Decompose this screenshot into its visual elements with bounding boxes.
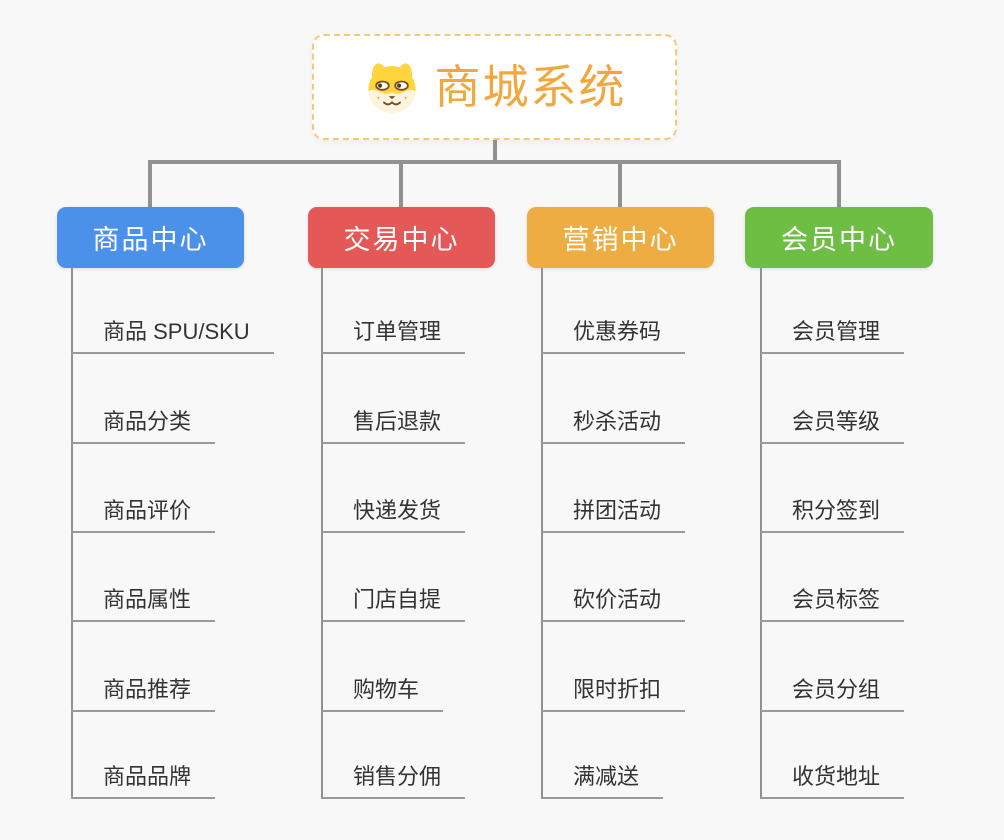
connector-spine [321,268,323,799]
connector-root-drop [493,140,497,164]
connector-spine [760,268,762,799]
connector-spine [541,268,543,799]
leaf-label: 商品分类 [103,409,192,434]
leaf-label: 商品 SPU/SKU [103,319,250,344]
leaf-label: 会员分组 [792,677,881,702]
leaf-node[interactable]: 购物车 [321,676,444,712]
root-node[interactable]: 商城系统 [312,34,677,140]
connector-spine [71,268,73,799]
leaf-label: 限时折扣 [573,677,662,702]
dog-face-icon [363,58,421,116]
leaf-node[interactable]: 拼团活动 [541,497,686,533]
leaf-node[interactable]: 售后退款 [321,408,466,444]
leaf-label: 商品品牌 [103,764,192,789]
leaf-label: 购物车 [353,677,420,702]
leaf-node[interactable]: 优惠券码 [541,318,686,354]
branch-label: 商品中心 [92,225,209,255]
leaf-node[interactable]: 满减送 [541,763,664,799]
branch-node-member-center[interactable]: 会员中心 [745,207,933,268]
branch-node-product-center[interactable]: 商品中心 [57,207,244,268]
leaf-label: 售后退款 [353,409,442,434]
leaf-node[interactable]: 快递发货 [321,497,466,533]
root-title: 商城系统 [434,61,627,113]
leaf-label: 积分签到 [792,498,881,523]
leaf-label: 门店自提 [353,587,442,612]
leaf-node[interactable]: 秒杀活动 [541,408,686,444]
leaf-node[interactable]: 砍价活动 [541,586,686,622]
leaf-label: 商品评价 [103,498,192,523]
branch-node-trade-center[interactable]: 交易中心 [308,207,495,268]
leaf-node[interactable]: 商品品牌 [71,763,216,799]
leaf-label: 会员等级 [792,409,881,434]
leaf-node[interactable]: 商品推荐 [71,676,216,712]
leaf-node[interactable]: 收货地址 [760,763,905,799]
leaf-node[interactable]: 商品属性 [71,586,216,622]
branch-label: 营销中心 [562,225,679,255]
branch-label: 会员中心 [781,225,897,255]
leaf-node[interactable]: 积分签到 [760,497,905,533]
leaf-label: 收货地址 [792,764,881,789]
leaf-node[interactable]: 限时折扣 [541,676,686,712]
leaf-label: 商品属性 [103,587,192,612]
leaf-node[interactable]: 商品评价 [71,497,216,533]
leaf-node[interactable]: 会员分组 [760,676,905,712]
leaf-node[interactable]: 会员标签 [760,586,905,622]
leaf-node[interactable]: 商品分类 [71,408,216,444]
connector-drop [837,160,841,207]
leaf-label: 商品推荐 [103,677,192,702]
leaf-label: 会员标签 [792,587,881,612]
leaf-label: 会员管理 [792,319,881,344]
leaf-node[interactable]: 销售分佣 [321,763,466,799]
branch-node-marketing-center[interactable]: 营销中心 [527,207,714,268]
branch-label: 交易中心 [343,225,460,255]
leaf-node[interactable]: 商品 SPU/SKU [71,318,274,354]
leaf-label: 销售分佣 [353,764,442,789]
leaf-label: 砍价活动 [573,587,662,612]
leaf-label: 订单管理 [353,319,442,344]
leaf-node[interactable]: 门店自提 [321,586,466,622]
leaf-label: 优惠券码 [573,319,662,344]
connector-drop [618,160,622,207]
connector-drop [399,160,403,207]
leaf-node[interactable]: 会员管理 [760,318,905,354]
leaf-node[interactable]: 订单管理 [321,318,466,354]
connector-bus [148,160,841,164]
leaf-label: 秒杀活动 [573,409,662,434]
leaf-label: 满减送 [573,764,640,789]
leaf-label: 快递发货 [353,498,442,523]
leaf-label: 拼团活动 [573,498,662,523]
leaf-node[interactable]: 会员等级 [760,408,905,444]
connector-drop [148,160,152,207]
